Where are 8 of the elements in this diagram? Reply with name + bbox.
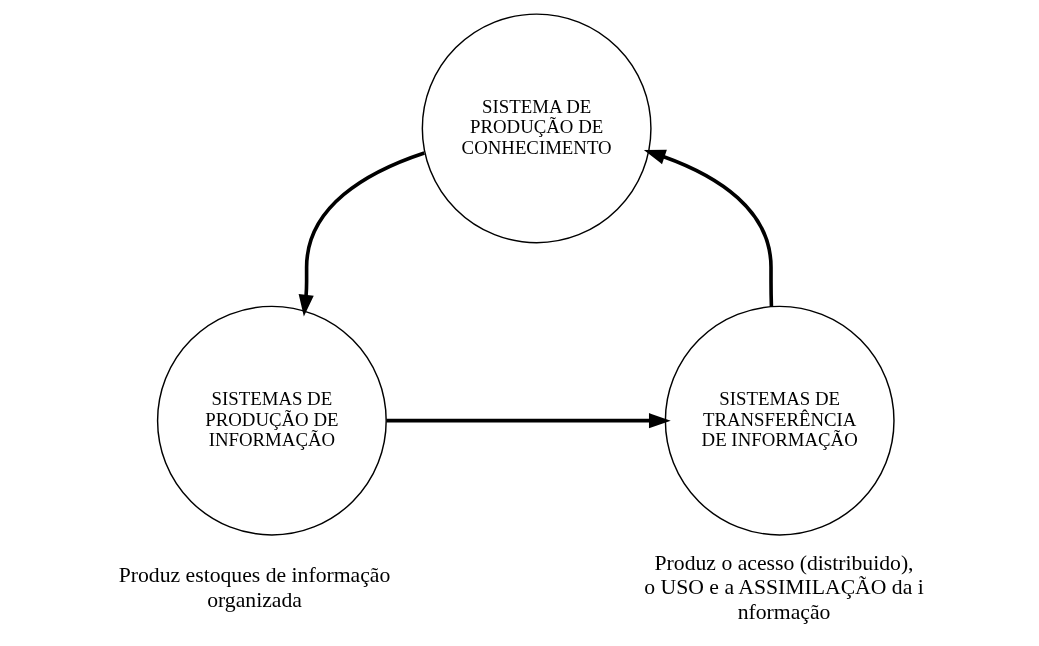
arrow [385,413,671,429]
arrow [643,149,773,307]
node-label: Produz o acesso (distribuido), o USO e a ASSIMILAÇÃO da i nformação [643,550,924,624]
node-label: Produz estoques de informação organizada [118,562,390,612]
node-circle: SISTEMA DE PRODUÇÃO DE CONHECIMENTO [421,13,652,244]
arrow [298,151,425,317]
node-circle: SISTEMAS DE TRANSFERÊNCIA DE INFORMAÇÃO [664,305,895,536]
node-circle: SISTEMAS DE PRODUÇÃO DE INFORMAÇÃO [156,305,387,536]
